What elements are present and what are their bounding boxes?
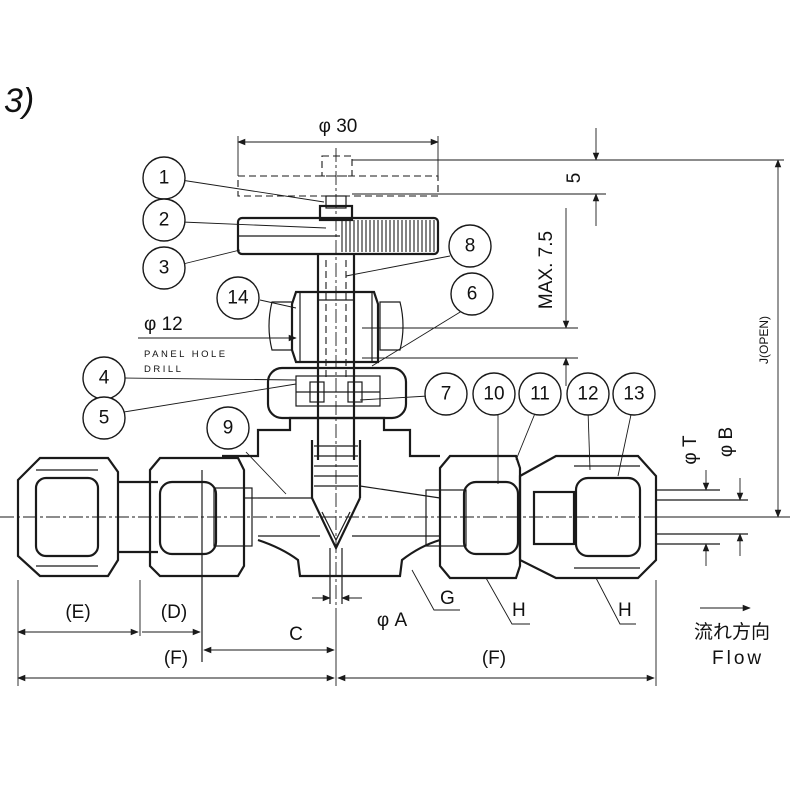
handle-open-outline — [237, 155, 439, 197]
callout-2: 2 — [142, 198, 186, 242]
left-tube-stub — [118, 480, 158, 554]
handle-dia-label: φ 30 — [319, 116, 358, 137]
callout-4: 4 — [82, 356, 126, 400]
callout-5: 5 — [82, 396, 126, 440]
stem — [310, 254, 362, 551]
c-length-label: C — [289, 624, 303, 645]
callout-leaders — [123, 179, 633, 495]
e-length-label: (E) — [65, 602, 90, 623]
callout-12: 12 — [566, 372, 610, 416]
svg-text:4: 4 — [99, 368, 110, 389]
f-left-label: (F) — [164, 648, 188, 669]
callout-13: 13 — [612, 372, 656, 416]
tube-b-label: φ B — [716, 427, 737, 457]
callout-14: 14 — [216, 276, 260, 320]
svg-text:5: 5 — [99, 408, 110, 429]
callout-8: 8 — [448, 224, 492, 268]
svg-text:11: 11 — [530, 384, 550, 405]
flow-label-jp: 流れ方向 — [694, 621, 770, 643]
callout-10: 10 — [472, 372, 516, 416]
bonnet-nut — [268, 290, 404, 364]
svg-text:1: 1 — [159, 168, 170, 189]
svg-text:6: 6 — [467, 284, 478, 305]
svg-text:9: 9 — [223, 418, 234, 439]
stem-travel-label: 5 — [564, 173, 585, 184]
handle-knob — [236, 195, 440, 256]
svg-text:2: 2 — [159, 210, 170, 231]
orifice-label: φ A — [377, 610, 408, 631]
callout-3: 3 — [142, 246, 186, 290]
callout-1: 1 — [142, 156, 186, 200]
panel-dia-label: φ 12 — [144, 314, 183, 335]
gland-packing — [266, 366, 408, 420]
h-label-2: H — [618, 600, 632, 621]
svg-text:8: 8 — [465, 236, 476, 257]
figure-fragment: 3) — [4, 82, 34, 120]
d-length-label: (D) — [161, 602, 187, 623]
callout-7: 7 — [424, 372, 468, 416]
panel-hole-label: PANEL HOLE — [144, 349, 228, 360]
f-right-label: (F) — [482, 648, 506, 669]
panel-drill-label: DRILL — [144, 364, 183, 375]
callout-11: 11 — [518, 372, 562, 416]
g-label: G — [440, 588, 455, 609]
svg-text:14: 14 — [227, 288, 249, 309]
right-nut-inner — [425, 454, 522, 580]
callout-6: 6 — [450, 272, 494, 316]
svg-text:7: 7 — [441, 384, 452, 405]
flow-label-en: Flow — [712, 648, 764, 669]
callout-9: 9 — [206, 406, 250, 450]
left-nut-outer — [16, 456, 120, 578]
svg-text:3: 3 — [159, 258, 170, 279]
left-nut-inner — [148, 456, 253, 662]
open-height-label: J(OPEN) — [757, 316, 771, 364]
right-nut-outer — [518, 454, 658, 580]
tube-t-label: φ T — [680, 435, 701, 465]
svg-text:12: 12 — [577, 384, 598, 405]
h-label-1: H — [512, 600, 526, 621]
max-stroke-label: MAX. 7.5 — [536, 231, 557, 309]
svg-text:10: 10 — [483, 384, 504, 405]
svg-text:13: 13 — [623, 384, 644, 405]
